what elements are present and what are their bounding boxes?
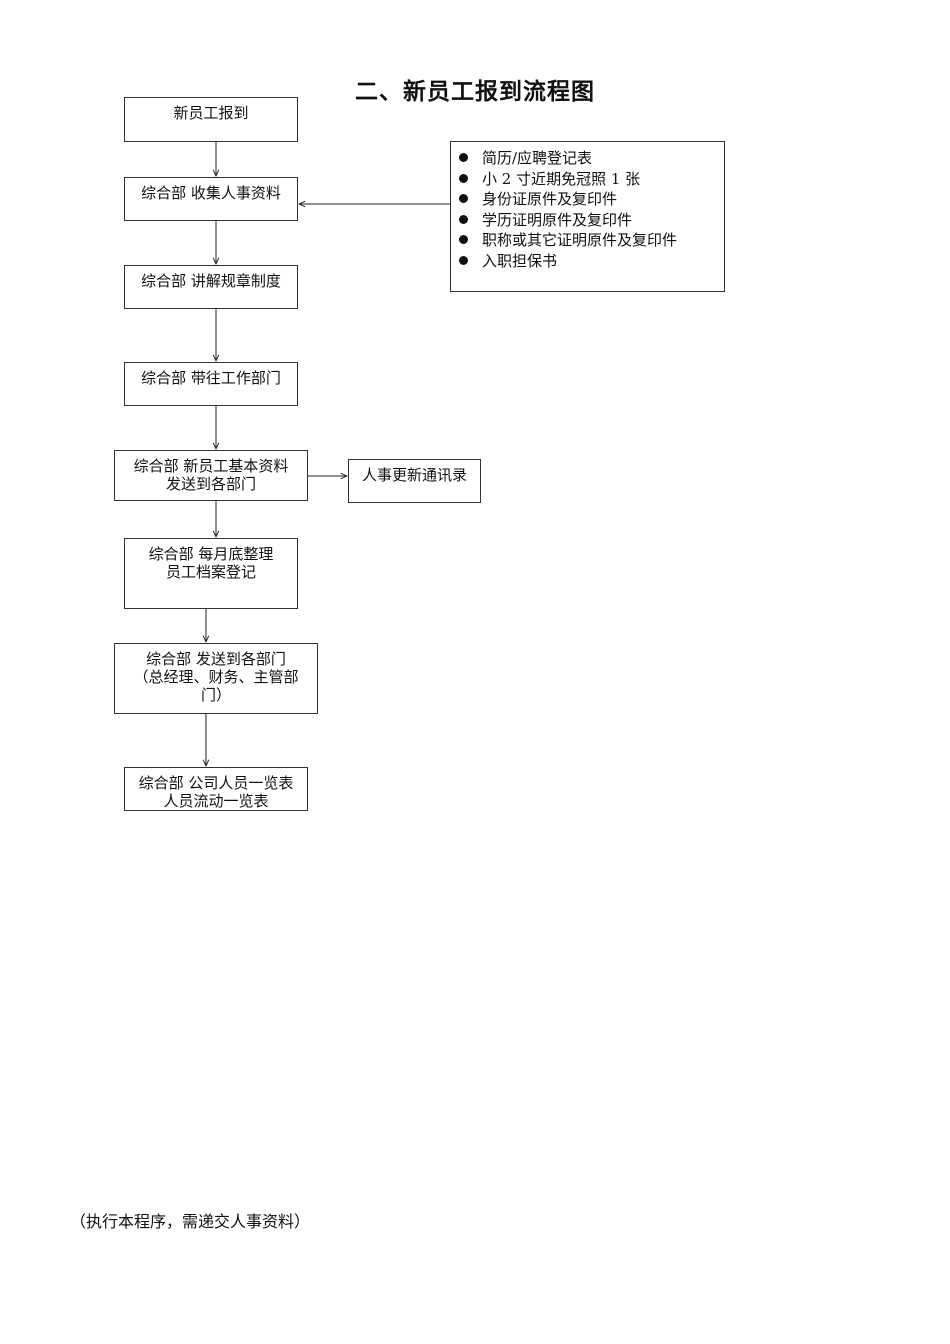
list-item: 入职担保书 bbox=[459, 251, 724, 272]
list-item-text: 身份证原件及复印件 bbox=[482, 190, 618, 208]
list-item-text: 学历证明原件及复印件 bbox=[482, 210, 633, 229]
list-item-text: 职称或其它证明原件及复印件 bbox=[482, 231, 678, 249]
required-documents-box: 简历/应聘登记表 小 2 寸近期免冠照 1 张 身份证原件及复印件 学历证明原件… bbox=[450, 141, 725, 292]
bullet-icon bbox=[459, 255, 468, 265]
step-label-line-1: 综合部 新员工基本资料 bbox=[133, 457, 289, 475]
step-label-line-2: 发送到各部门 bbox=[165, 475, 256, 493]
step-label: 综合部 讲解规章制度 bbox=[141, 272, 281, 290]
step-distribute-to-departments: 综合部 发送到各部门 （总经理、财务、主管部 门） bbox=[114, 643, 318, 714]
bullet-icon bbox=[459, 235, 468, 244]
step-label-line-3: 门） bbox=[200, 686, 231, 704]
list-item: 小 2 寸近期免冠照 1 张 bbox=[459, 169, 724, 190]
step-send-basic-info: 综合部 新员工基本资料 发送到各部门 bbox=[114, 450, 308, 501]
step-collect-hr-documents: 综合部 收集人事资料 bbox=[124, 177, 298, 221]
list-item-text: 小 2 寸近期免冠照 1 张 bbox=[482, 169, 641, 188]
bullet-icon bbox=[459, 173, 468, 183]
list-item: 简历/应聘登记表 bbox=[459, 148, 724, 169]
step-label: 综合部 带往工作部门 bbox=[141, 369, 281, 387]
list-item: 身份证原件及复印件 bbox=[459, 189, 724, 210]
list-item-text: 简历/应聘登记表 bbox=[482, 149, 593, 167]
required-documents-list: 简历/应聘登记表 小 2 寸近期免冠照 1 张 身份证原件及复印件 学历证明原件… bbox=[459, 148, 724, 271]
side-step-label: 人事更新通讯录 bbox=[361, 466, 467, 484]
step-staff-lists: 综合部 公司人员一览表 人员流动一览表 bbox=[124, 767, 308, 811]
side-step-update-directory: 人事更新通讯录 bbox=[348, 459, 481, 503]
step-label: 新员工报到 bbox=[173, 104, 249, 122]
list-item: 职称或其它证明原件及复印件 bbox=[459, 230, 724, 251]
page-title: 二、新员工报到流程图 bbox=[355, 78, 595, 105]
bullet-icon bbox=[459, 194, 468, 203]
step-monthly-archive: 综合部 每月底整理 员工档案登记 bbox=[124, 538, 298, 609]
step-label-line-1: 综合部 每月底整理 bbox=[148, 545, 274, 563]
step-label-line-1: 综合部 公司人员一览表 bbox=[138, 774, 294, 792]
bullet-icon bbox=[459, 214, 468, 224]
list-item: 学历证明原件及复印件 bbox=[459, 210, 724, 231]
step-new-employee-report: 新员工报到 bbox=[124, 97, 298, 142]
footnote: （执行本程序，需递交人事资料） bbox=[70, 1212, 311, 1231]
step-label-line-2: 人员流动一览表 bbox=[163, 792, 269, 810]
step-escort-to-department: 综合部 带往工作部门 bbox=[124, 362, 298, 406]
step-explain-rules: 综合部 讲解规章制度 bbox=[124, 265, 298, 309]
step-label-line-1: 综合部 发送到各部门 bbox=[146, 650, 286, 668]
step-label-line-2: 员工档案登记 bbox=[165, 563, 256, 581]
step-label: 综合部 收集人事资料 bbox=[141, 184, 281, 202]
step-label-line-2: （总经理、财务、主管部 bbox=[133, 668, 299, 686]
list-item-text: 入职担保书 bbox=[482, 251, 558, 270]
bullet-icon bbox=[459, 153, 468, 162]
